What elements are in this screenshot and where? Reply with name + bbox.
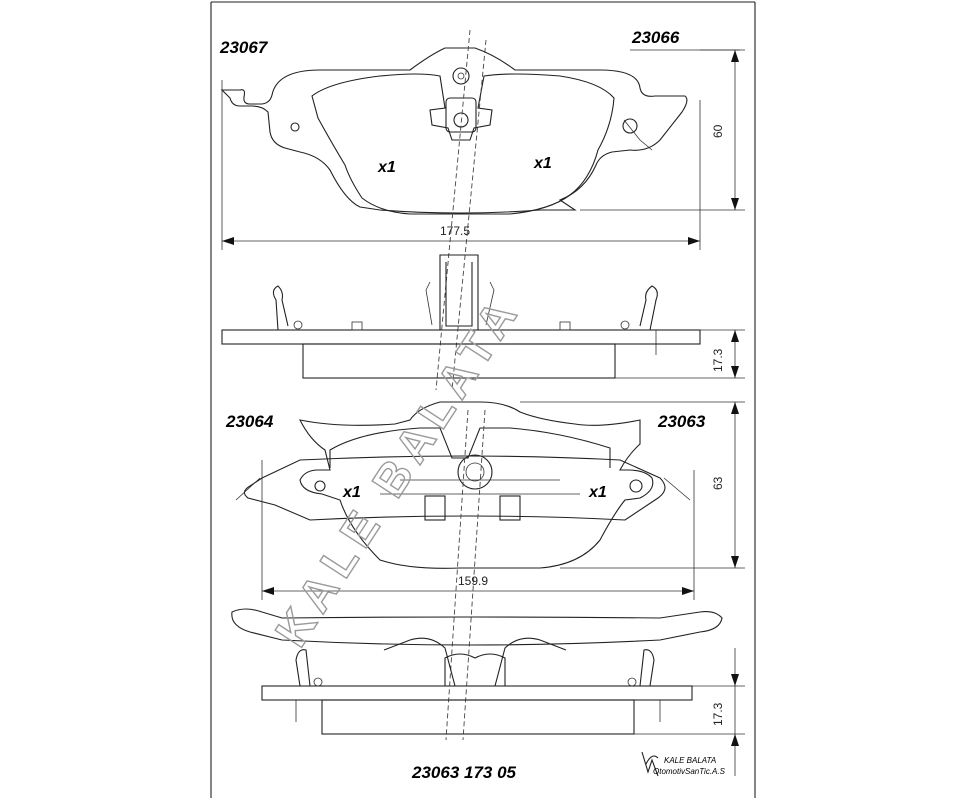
bottom-thickness-value: 17.3 [711, 702, 725, 726]
top-width-value: 177.5 [440, 224, 470, 238]
top-part-label-right: 23066 [631, 28, 680, 47]
bottom-width-dimension [261, 460, 695, 600]
top-height-value: 60 [711, 124, 725, 138]
bottom-qty-right: x1 [588, 484, 607, 501]
top-height-dimension [580, 49, 745, 211]
brand-name: KALE BALATA [664, 756, 716, 765]
bottom-pad-side-view [231, 608, 723, 735]
top-thickness-value: 17.3 [711, 348, 725, 372]
drawing-frame [210, 1, 756, 798]
bottom-part-label-left: 23064 [225, 412, 274, 431]
top-pad-side-view [221, 254, 701, 379]
bottom-width-value: 159.9 [458, 574, 488, 588]
kale-balata-logo [641, 751, 659, 777]
watermark-text: KALE BALATA [265, 285, 531, 656]
footer-part-number: 23063 173 05 [411, 763, 517, 782]
bottom-qty-left: x1 [342, 484, 361, 501]
bottom-part-label-right: 23063 [657, 412, 706, 431]
top-qty-right: x1 [533, 155, 552, 172]
bottom-pad-front-view [235, 401, 691, 741]
top-thickness-dimension [615, 329, 745, 379]
bottom-height-dimension [520, 401, 745, 569]
top-part-label-left: 23067 [219, 38, 269, 57]
bottom-height-value: 63 [711, 476, 725, 490]
bottom-thickness-dimension [634, 648, 745, 776]
top-width-dimension [221, 80, 701, 250]
brand-company: OtomotivSanTic.A.S [653, 767, 726, 776]
top-pad-front-view [220, 29, 688, 391]
top-qty-left: x1 [377, 159, 396, 176]
